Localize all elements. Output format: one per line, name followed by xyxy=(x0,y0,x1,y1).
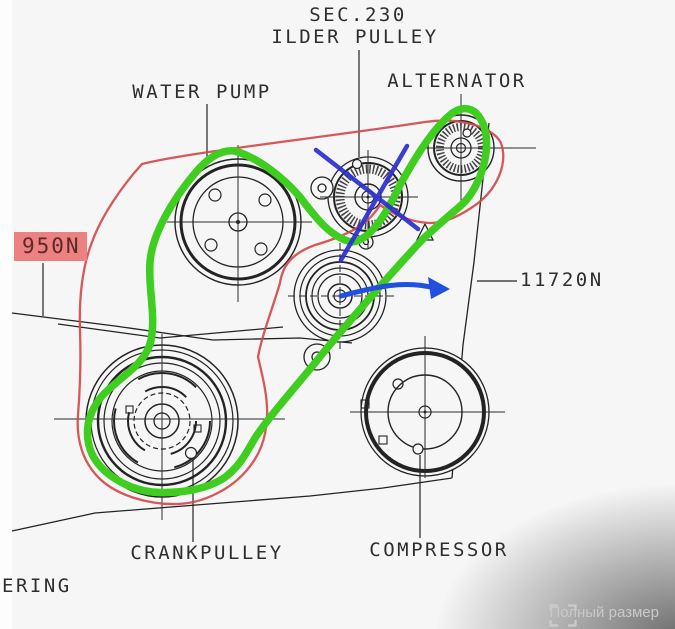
engine-edge-bottom xyxy=(11,477,453,532)
blue-cross-out-mark xyxy=(313,143,421,263)
label-compressor: COMPRESSOR xyxy=(369,539,509,561)
label-steering-partial: ERING xyxy=(2,575,72,597)
blue-direction-arrow xyxy=(338,277,450,299)
fullscreen-expand-icon xyxy=(549,604,578,627)
full-size-button[interactable]: Полный размер xyxy=(549,604,659,627)
label-section-number: SEC.230 xyxy=(309,4,407,26)
bracket-edge xyxy=(57,323,284,339)
label-11720n: 11720N xyxy=(520,269,604,291)
label-crank-pulley: CRANKPULLEY xyxy=(130,542,284,564)
green-belt-route-annotation xyxy=(83,104,491,497)
left-page-margin xyxy=(0,0,12,629)
label-water-pump: WATER PUMP xyxy=(132,81,272,103)
label-idler-pulley: ILDER PULLEY xyxy=(271,26,439,48)
red-route-annotation xyxy=(76,119,505,506)
label-alternator: ALTERNATOR xyxy=(387,70,527,92)
belt-length-badge-950n: 950N xyxy=(14,232,87,261)
